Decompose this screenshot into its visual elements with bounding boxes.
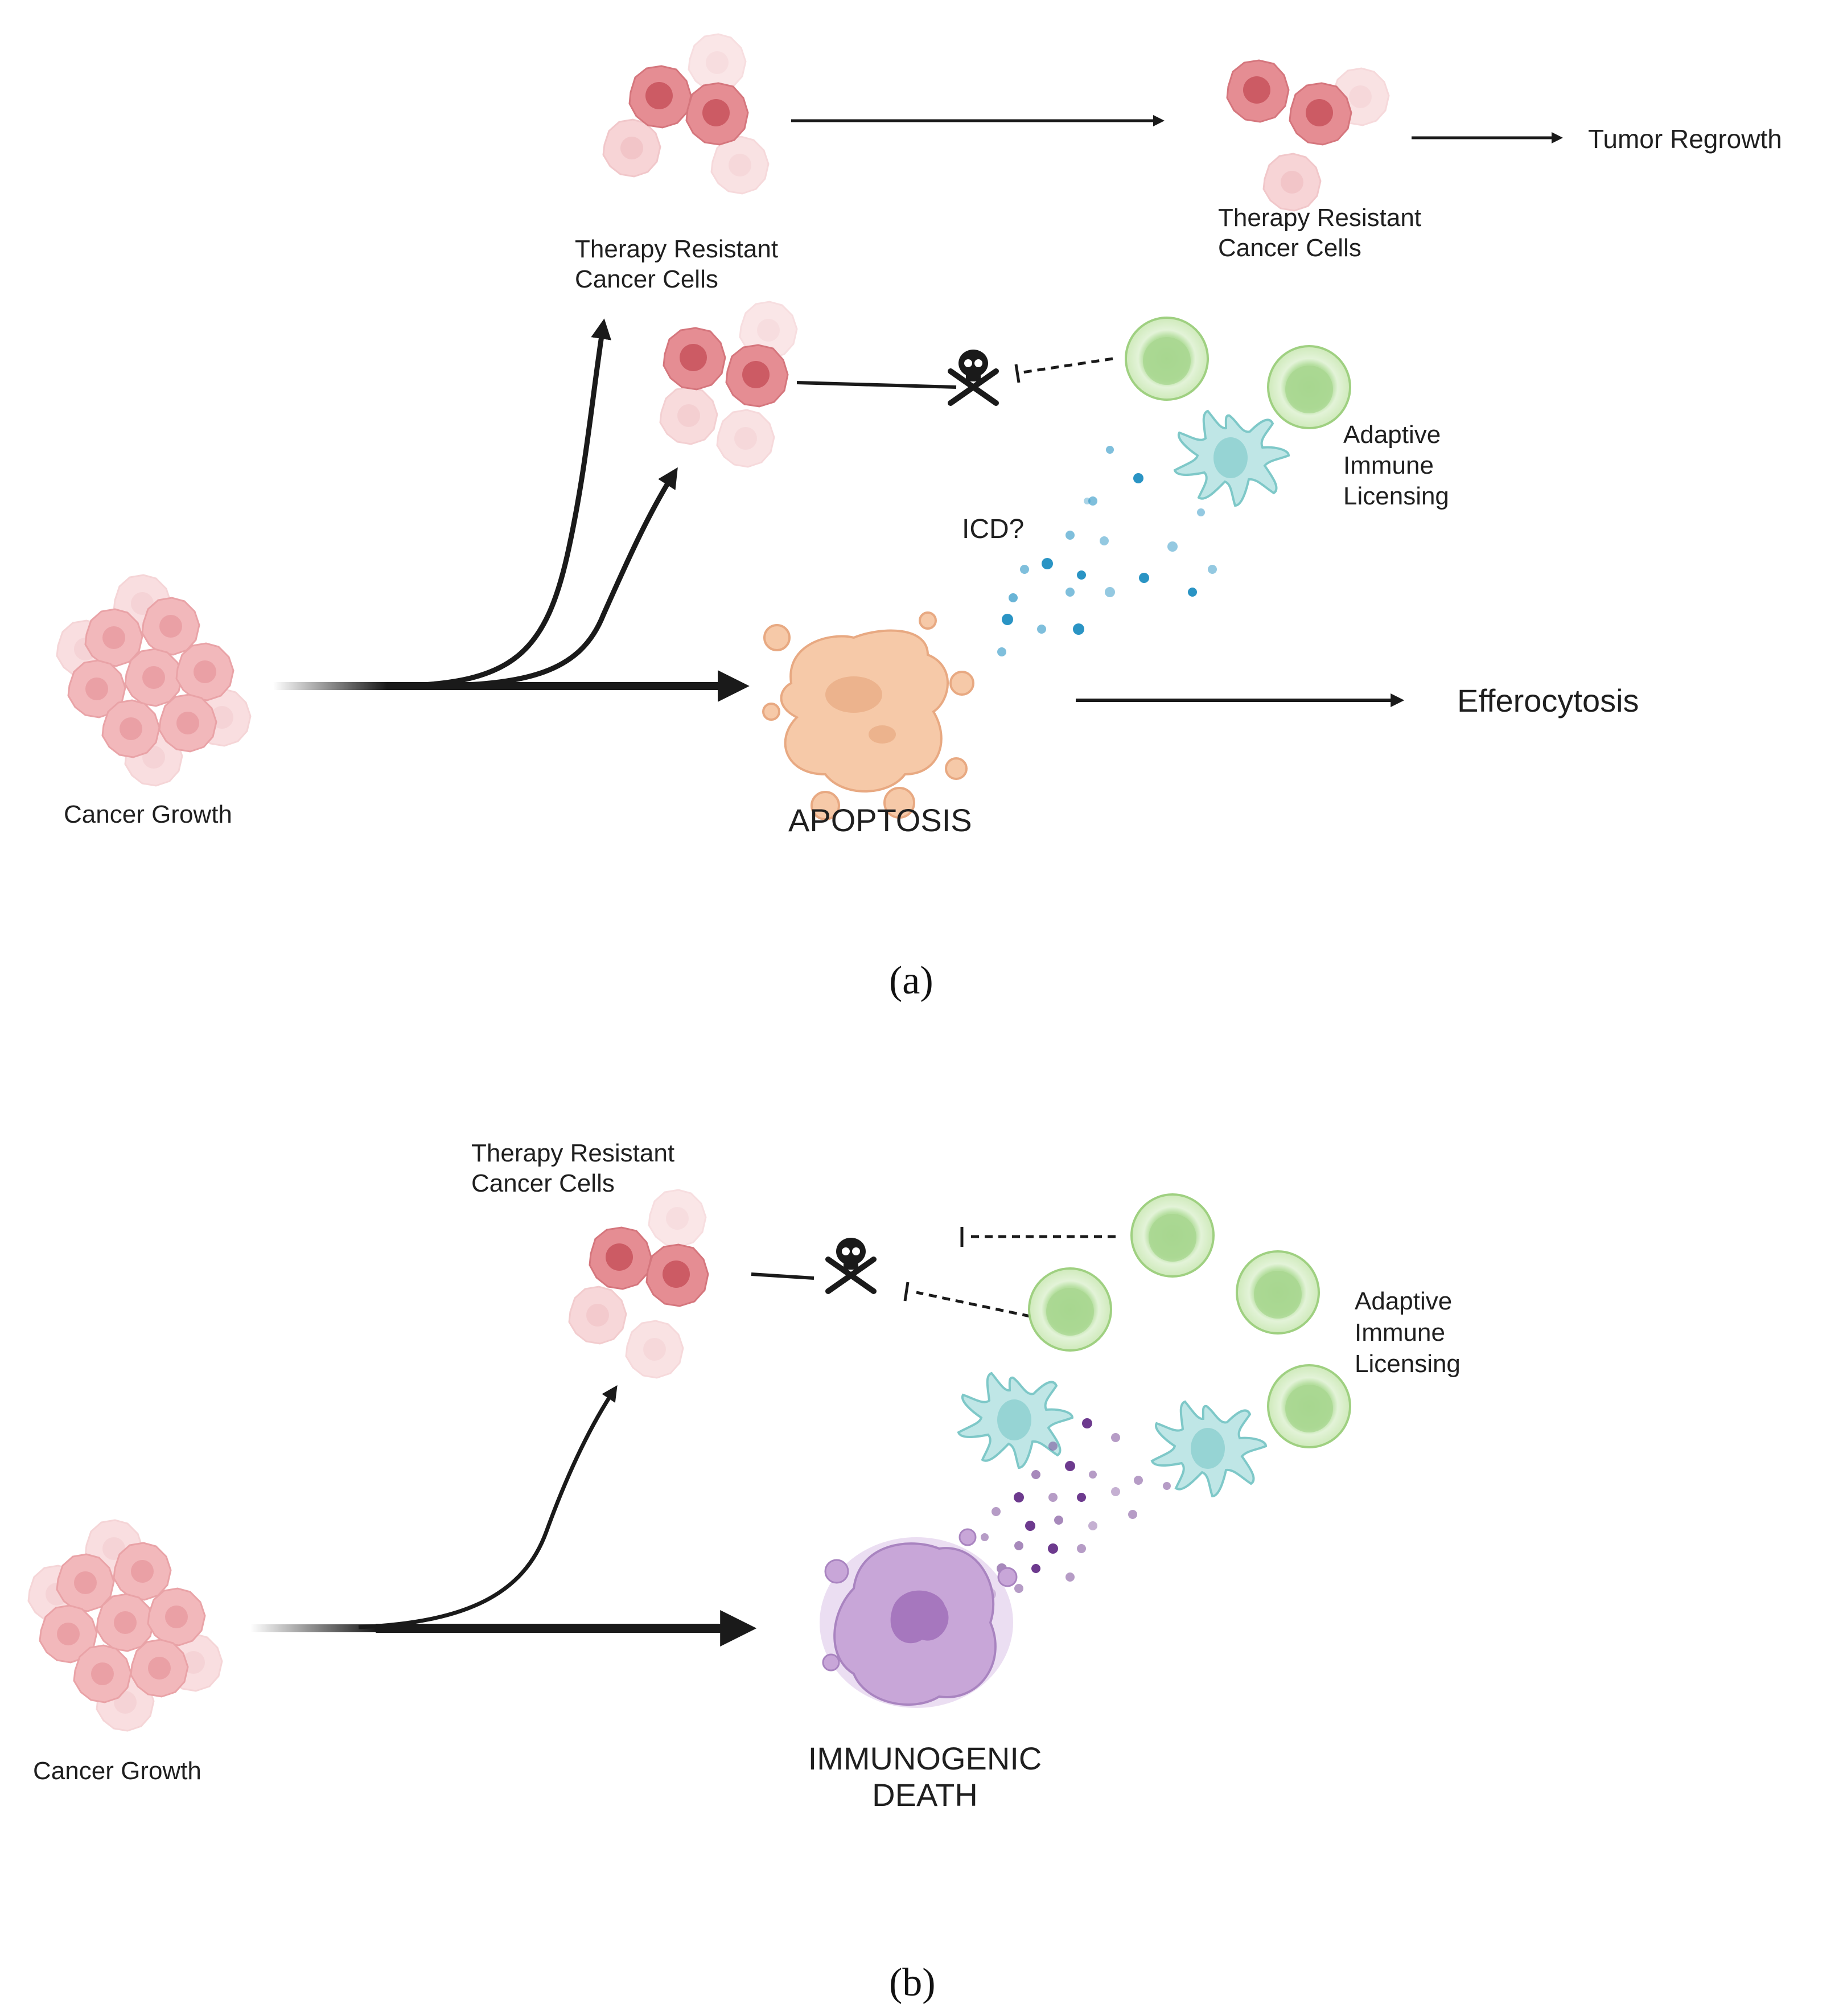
arrow-to-death-a	[796, 381, 957, 389]
growth-stem-a	[273, 682, 387, 690]
adaptive-label-b-line3: Licensing	[1355, 1350, 1461, 1378]
cancer-growth-cluster-b	[27, 1519, 223, 1732]
resistant-cluster-a-top	[602, 33, 770, 195]
tumor-regrowth-label: Tumor Regrowth	[1588, 124, 1782, 154]
t-cell-a2	[1267, 345, 1351, 429]
growth-stem-b	[250, 1624, 376, 1632]
resistant-cluster-a-right	[1226, 59, 1390, 212]
skull-icon	[951, 350, 996, 403]
panel-b: Therapy Resistant Cancer Cells Adaptive …	[27, 1139, 1461, 2005]
inhibition-bar-b2	[903, 1282, 910, 1301]
resistant-cluster-b	[568, 1189, 709, 1379]
arrow-to-resistant-top	[398, 318, 611, 689]
t-cell-b2	[1028, 1267, 1112, 1352]
immunogenic-death-line1: IMMUNOGENIC	[808, 1740, 1042, 1776]
caption-a: (a)	[889, 959, 933, 1003]
immunogenic-death-line2: DEATH	[872, 1777, 978, 1813]
inhibition-line-a	[1018, 357, 1113, 375]
cancer-growth-label-a: Cancer Growth	[64, 800, 232, 828]
t-cell-b1	[1130, 1193, 1215, 1278]
efferocytosis-label: Efferocytosis	[1457, 683, 1639, 718]
skull-icon-b	[828, 1238, 874, 1291]
resistant-cluster-a-middle	[659, 301, 798, 468]
t-cell-b3	[1236, 1250, 1320, 1335]
dendritic-cell-b2	[1151, 1401, 1267, 1497]
immunogenic-dying-cell	[820, 1528, 1018, 1708]
arrow-to-resistant-b	[358, 1385, 618, 1629]
t-cell-b4	[1267, 1364, 1351, 1448]
dendritic-cell-b1	[957, 1372, 1073, 1469]
resistant-label-a2-line2: Cancer Cells	[1218, 234, 1361, 262]
adaptive-label-b-line1: Adaptive	[1355, 1287, 1452, 1315]
inhibition-bar-a	[1014, 364, 1021, 383]
caption-b: (b)	[889, 1961, 936, 2005]
icd-particles-a	[997, 446, 1217, 656]
dendritic-cell-a	[1174, 410, 1290, 507]
panel-a: Therapy Resistant Cancer Cells Therapy R…	[56, 33, 1782, 1003]
resistant-label-a2-line1: Therapy Resistant	[1218, 204, 1421, 232]
icd-label: ICD?	[962, 514, 1024, 544]
inhibition-line-b2	[916, 1291, 1031, 1318]
adaptive-label-a-line1: Adaptive	[1343, 421, 1441, 449]
apoptosis-label: APOPTOSIS	[788, 802, 972, 838]
resistant-label-a-line1: Therapy Resistant	[575, 235, 778, 263]
resistant-label-b-line2: Cancer Cells	[471, 1169, 615, 1197]
apoptotic-cell	[762, 611, 974, 820]
icd-particles-b	[941, 1418, 1171, 1622]
adaptive-label-a-line2: Immune	[1343, 451, 1434, 479]
cancer-growth-label-b: Cancer Growth	[33, 1757, 201, 1785]
t-cell-a1	[1125, 317, 1209, 401]
cancer-growth-cluster-a	[56, 574, 252, 787]
resistant-label-a-line2: Cancer Cells	[575, 265, 718, 293]
arrow-to-resistant-middle	[421, 467, 678, 689]
adaptive-label-b-line2: Immune	[1355, 1319, 1445, 1346]
resistant-label-b-line1: Therapy Resistant	[471, 1139, 674, 1167]
arrow-to-death-b	[751, 1272, 814, 1280]
adaptive-label-a-line3: Licensing	[1343, 482, 1449, 510]
